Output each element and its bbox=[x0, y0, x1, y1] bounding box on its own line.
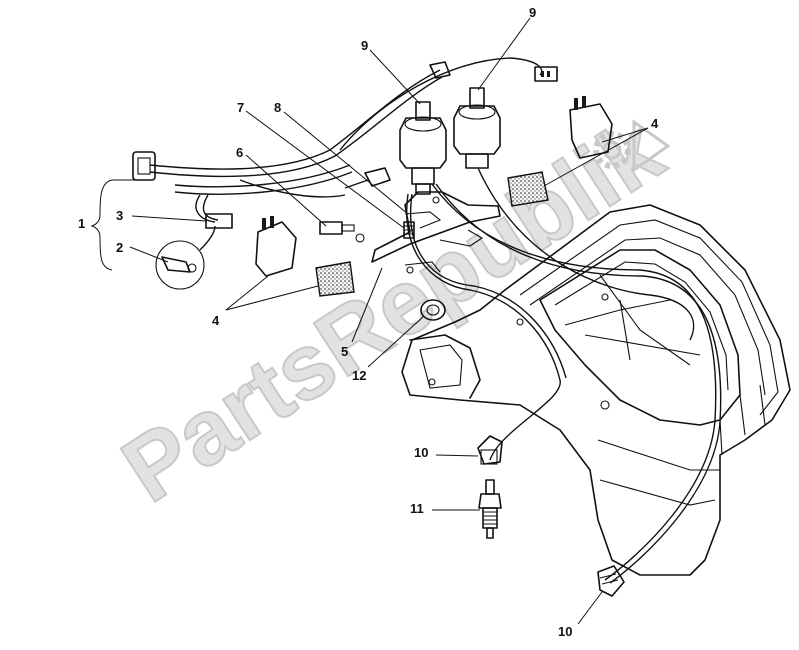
ignition-coil-right bbox=[453, 87, 501, 169]
callout-4-right: 4 bbox=[651, 116, 659, 131]
callout-12: 12 bbox=[352, 368, 366, 383]
callout-3: 3 bbox=[116, 208, 123, 223]
spark-plug-cap-upper bbox=[477, 435, 503, 465]
group-1-brace bbox=[90, 179, 113, 271]
ht-leads bbox=[406, 167, 722, 584]
sensor-2 bbox=[155, 225, 216, 290]
screw-6 bbox=[319, 221, 365, 243]
callout-8: 8 bbox=[274, 100, 281, 115]
callout-10-lower: 10 bbox=[558, 624, 572, 639]
wiring-harness bbox=[132, 57, 558, 229]
gear-cog-icon bbox=[593, 119, 671, 173]
connector-top bbox=[429, 61, 451, 79]
harness-connector bbox=[132, 151, 156, 181]
callout-4-left: 4 bbox=[212, 313, 220, 328]
spark-plug-cap-lower bbox=[597, 565, 625, 597]
callout-9-left: 9 bbox=[361, 38, 368, 53]
foam-pad-right bbox=[507, 171, 549, 207]
callout-6: 6 bbox=[236, 145, 243, 160]
relay-left bbox=[255, 216, 297, 277]
spark-plug-11 bbox=[478, 479, 502, 539]
callout-labels: 1 2 3 4 4 5 6 7 8 9 9 10 10 11 12 bbox=[78, 5, 659, 639]
airbox-housing bbox=[401, 204, 791, 576]
callout-1: 1 bbox=[78, 216, 85, 231]
callout-5: 5 bbox=[341, 344, 348, 359]
watermark-text: PartsRepublik bbox=[105, 99, 680, 522]
watermark: PartsRepublik bbox=[104, 98, 681, 523]
grommet-12 bbox=[420, 299, 446, 321]
leader-lines bbox=[112, 17, 649, 625]
relay-right bbox=[569, 96, 613, 159]
connector-right bbox=[534, 66, 558, 82]
callout-7: 7 bbox=[237, 100, 244, 115]
callout-9-right: 9 bbox=[529, 5, 536, 20]
callout-11: 11 bbox=[410, 501, 424, 516]
callout-10-upper: 10 bbox=[414, 445, 428, 460]
callout-2: 2 bbox=[116, 240, 123, 255]
ignition-coil-left bbox=[399, 101, 447, 195]
foam-pad-left bbox=[315, 261, 355, 297]
